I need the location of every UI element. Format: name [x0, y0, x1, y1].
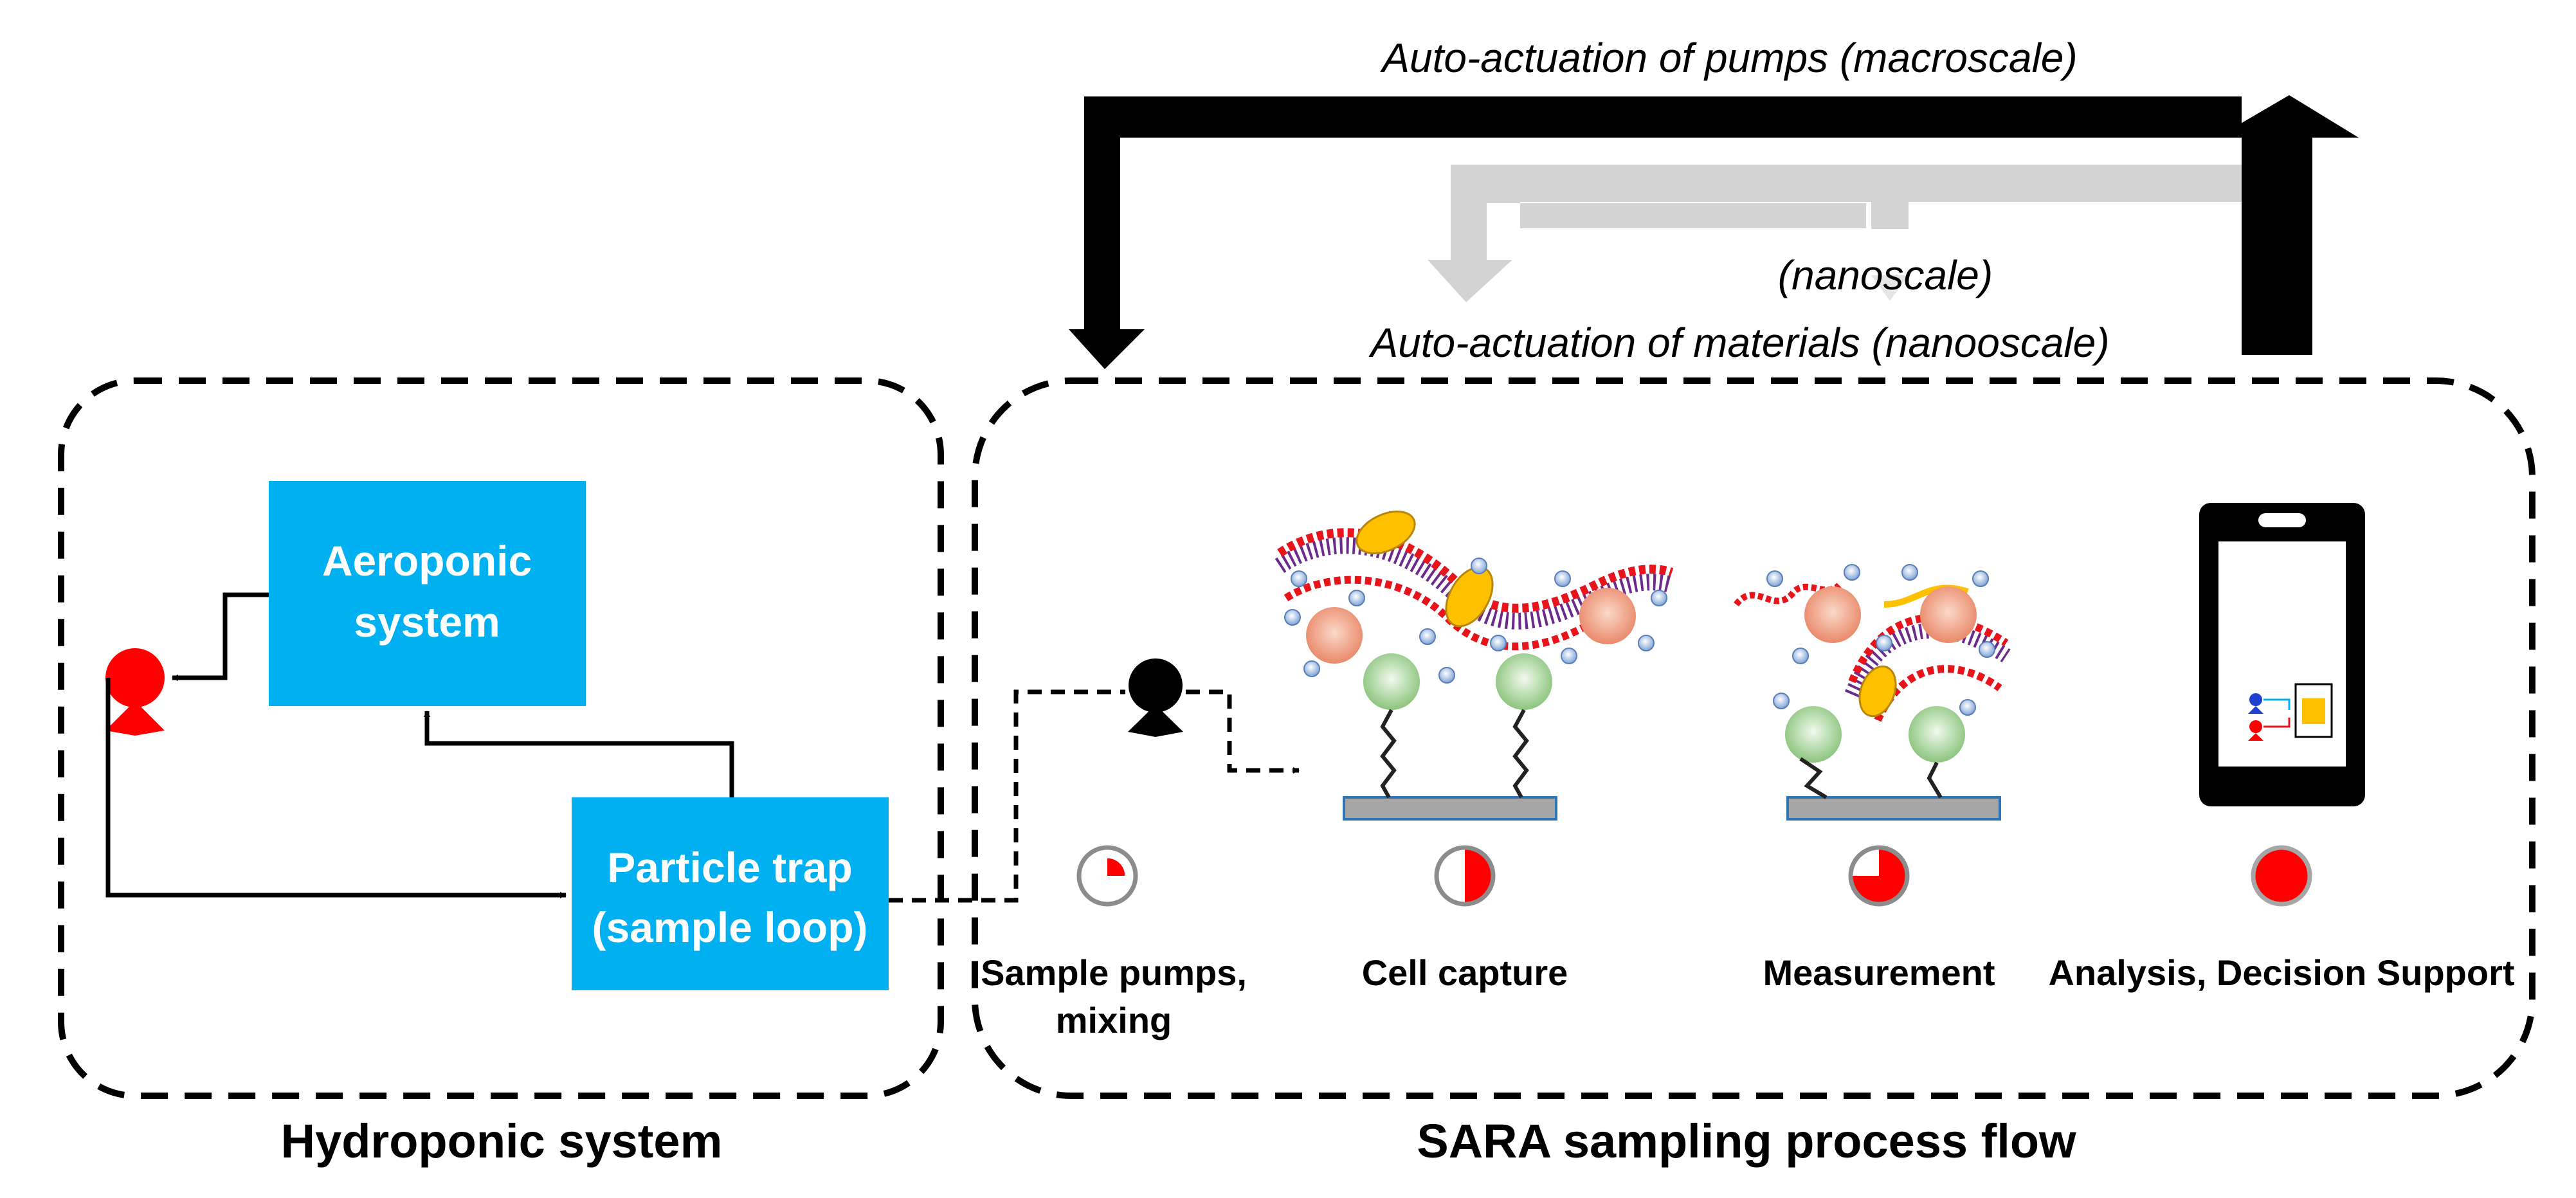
- sara-section: Sample pumps, mixing Cell capture Measur…: [889, 377, 2535, 1168]
- step-2-progress-indicator: [1434, 845, 1496, 907]
- capture-substrate: [1343, 796, 1557, 821]
- step-4-label: Analysis, Decision Support: [2048, 952, 2514, 993]
- trap-to-sample-pump-line: [889, 689, 1125, 903]
- trap-to-aeroponic-line: [424, 711, 734, 797]
- recirculation-pump-icon: [105, 648, 165, 736]
- particle-trap-label-line2: (sample loop): [592, 903, 867, 951]
- progress-ring: [1434, 845, 1496, 907]
- nanoscale-feedback-arrow: [1428, 165, 2242, 302]
- feedback-arrows: Auto-actuation of pumps (macroscale) (na…: [1069, 35, 2359, 369]
- sample-pump-icon: [1128, 658, 1183, 737]
- step-3-label: Measurement: [1763, 952, 1995, 993]
- step-1-progress-indicator: [1076, 845, 1138, 907]
- step-1-label-line2: mixing: [1056, 1000, 1172, 1040]
- sara-boundary: [972, 377, 2535, 1099]
- step-2-label: Cell capture: [1362, 952, 1568, 993]
- progress-ring: [1848, 845, 1910, 907]
- phone-screen-schematic: [2248, 683, 2333, 741]
- hydroponic-boundary: [58, 377, 944, 1099]
- macroscale-feedback-path: [1069, 96, 2242, 369]
- measurement-substrate: [1786, 796, 2001, 821]
- nanoscale-label: Auto-actuation of materials (nanooscale): [1368, 320, 2109, 366]
- smartphone-icon: [2199, 503, 2365, 806]
- aeroponic-label-line1: Aeroponic: [322, 537, 532, 585]
- progress-fill: [1107, 858, 1125, 876]
- step-3-progress-indicator: [1848, 845, 1910, 907]
- aeroponic-to-pump-line: [172, 592, 269, 681]
- sara-title: SARA sampling process flow: [1417, 1114, 2076, 1168]
- cell-capture-illustration: [1274, 511, 1675, 821]
- macroscale-feedback-arrow: [2217, 95, 2359, 355]
- progress-ring: [2251, 845, 2312, 907]
- nanoscale-small-label: (nanoscale): [1778, 252, 1993, 298]
- hydroponic-title: Hydroponic system: [281, 1114, 723, 1168]
- hydroponic-section: Aeroponic system Particle trap (sample l…: [58, 377, 944, 1168]
- progress-fill: [1851, 848, 1907, 904]
- step-1-label-line1: Sample pumps,: [981, 952, 1247, 993]
- nanoscale-feedback-stub-head: [1871, 275, 1909, 301]
- macroscale-label: Auto-actuation of pumps (macroscale): [1379, 35, 2077, 81]
- progress-ring: [1076, 845, 1138, 907]
- particle-trap-label-line1: Particle trap: [607, 844, 853, 891]
- nanoscale-feedback-stub: [1871, 202, 1909, 229]
- measurement-illustration: [1734, 564, 2011, 821]
- progress-fill: [2253, 848, 2310, 904]
- progress-fill: [1465, 848, 1493, 904]
- aeroponic-label-line2: system: [354, 598, 500, 646]
- particle-trap-box: [572, 797, 889, 990]
- aeroponic-system-box: [269, 481, 586, 706]
- sample-pump-to-capture-line: [1186, 689, 1300, 774]
- pump-to-trap-line: [105, 678, 567, 898]
- progress-indicators: [1076, 845, 2312, 907]
- step-4-progress-indicator: [2251, 845, 2312, 907]
